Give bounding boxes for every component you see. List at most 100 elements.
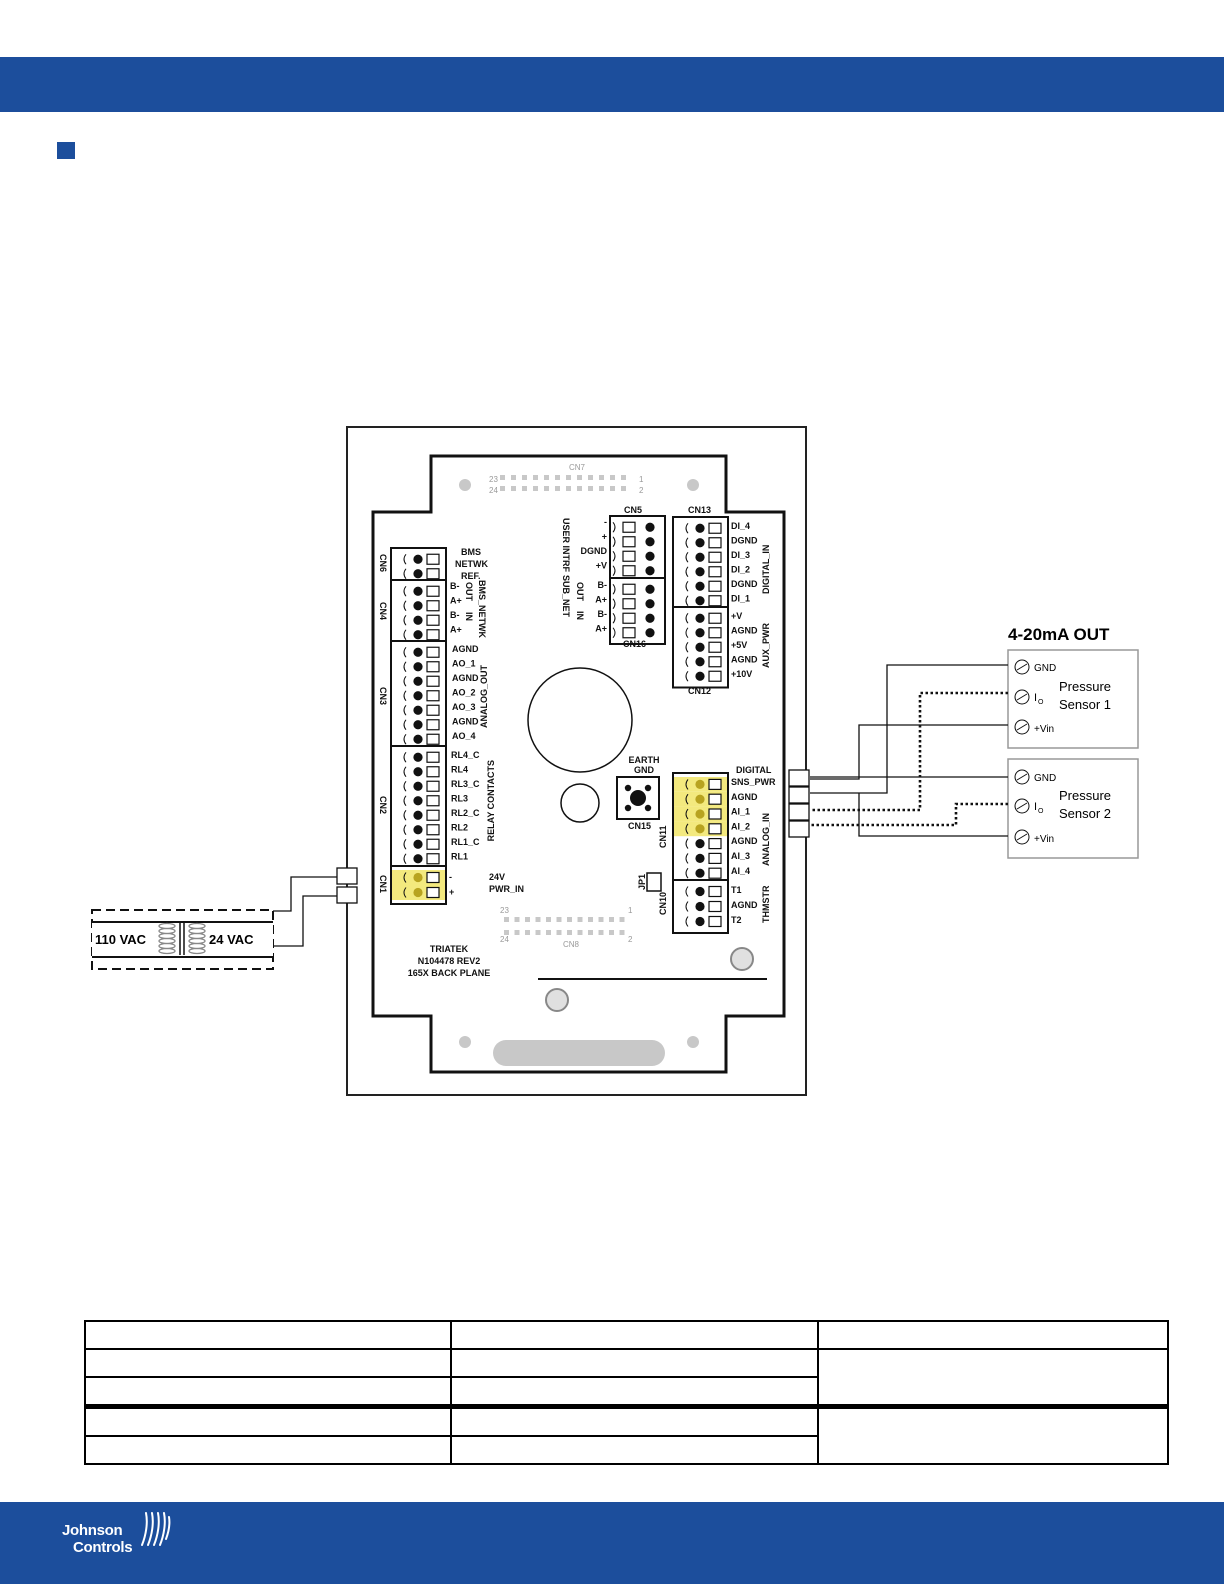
header-pin (577, 917, 583, 922)
digital-label: DIGITAL (736, 765, 772, 775)
mount-hole (459, 479, 471, 491)
header-pin (556, 930, 562, 935)
svg-text:+Vin: +Vin (1034, 834, 1054, 845)
cn12-terminal (672, 606, 729, 689)
cn12-pin-label: +V (731, 611, 742, 621)
cn4-pin-label: A+ (450, 596, 462, 606)
cn2-terminal (390, 745, 447, 871)
relay-contacts-label: RELAY CONTACTS (486, 760, 496, 841)
sensor2-name-line2: Sensor 2 (1059, 806, 1111, 821)
cn2-pin-label: RL3 (451, 794, 468, 804)
mount-hole (459, 1036, 471, 1048)
cn4-terminal (390, 579, 447, 647)
header-pin (544, 486, 549, 491)
header-pin (535, 917, 541, 922)
cn12-label: CN12 (688, 686, 711, 696)
cn2-pin-label: RL4_C (451, 750, 480, 760)
footer-bar (0, 1502, 1224, 1584)
cn13-pin-label: DI_4 (731, 521, 750, 531)
svg-text:23: 23 (500, 906, 509, 915)
jp1-jumper (646, 872, 662, 892)
cn12-pin-label: +10V (731, 669, 752, 679)
cn6-label: CN6 (378, 554, 388, 572)
header-pin (522, 486, 527, 491)
cn5-pin-label: DGND (581, 546, 608, 556)
cn3-pin-label: AGND (452, 673, 479, 683)
ref-label: REF. (461, 571, 481, 581)
cn3-pin-label: AGND (452, 644, 479, 654)
cn3-terminal (390, 640, 447, 752)
cn2-pin-label: RL2_C (451, 808, 480, 818)
cn7-header: CN7 23 24 1 2 (489, 463, 644, 495)
sensor-wires (810, 664, 1008, 837)
header-pin (599, 475, 604, 480)
header-pin (619, 930, 625, 935)
buzzer (527, 667, 633, 773)
cn11-pin-label: SNS_PWR (731, 777, 776, 787)
pwr-in-label: PWR_IN (489, 884, 524, 894)
cn1-pin-label: - (449, 872, 452, 882)
table-cell (450, 1435, 819, 1465)
maker-name: TRIATEK (430, 944, 469, 954)
cn8-header: CN8 23 24 1 2 (500, 906, 633, 949)
header-pin (577, 930, 583, 935)
svg-text:2: 2 (628, 935, 633, 944)
header-pin (610, 486, 615, 491)
header-pin (588, 917, 593, 922)
aux-pwr-label: AUX_PWR (761, 622, 771, 668)
header-pin (514, 930, 520, 935)
cn4-pin-label: A+ (450, 625, 462, 635)
pressure-sensor-1: GND I O +Vin Pressure Sensor 1 (1007, 649, 1139, 749)
svg-text:2: 2 (639, 486, 644, 495)
cn3-pin-label: AGND (452, 717, 479, 727)
cn3-pin-label: AO_1 (452, 659, 476, 669)
bms-netwk-label: BMS_NETWK (477, 580, 487, 638)
cn11-label: CN11 (658, 825, 668, 848)
header-pin (566, 486, 571, 491)
svg-text:I: I (1034, 692, 1037, 704)
section-marker (57, 142, 75, 159)
cn5-terminal (609, 515, 666, 583)
cn11-pin-label: AI_3 (731, 851, 750, 861)
earth-label: EARTH (629, 755, 660, 765)
cn13-pin-label: DI_1 (731, 594, 750, 604)
cn16-pin-label: A+ (595, 595, 607, 605)
header-pin (533, 486, 538, 491)
transformer-primary: 110 VAC (95, 932, 147, 947)
header-pin (533, 475, 538, 480)
table-row (84, 1435, 1168, 1465)
digital-in-label: DIGITAL_IN (761, 545, 771, 594)
cn11-pin-label: AI_4 (731, 866, 750, 876)
cn1-label: CN1 (378, 875, 388, 893)
mount-hole (687, 479, 699, 491)
header-pin (511, 486, 516, 491)
cn16-in-label: IN (575, 611, 585, 620)
header-pin (525, 917, 530, 922)
header-pin (598, 917, 604, 922)
table-cell (84, 1376, 452, 1408)
cn10-label: CN10 (658, 892, 668, 915)
svg-text:CN8: CN8 (563, 940, 580, 949)
cn5-pin-label: +V (596, 561, 607, 571)
cn10-pin-label: T2 (731, 915, 742, 925)
cn13-pin-label: DI_3 (731, 550, 750, 560)
header-pin (504, 930, 509, 935)
led-hole (560, 783, 600, 823)
power-wires (273, 876, 337, 947)
wire-nut (336, 867, 358, 885)
cn12-pin-label: AGND (731, 626, 758, 636)
cn16-pin-label: A+ (595, 624, 607, 634)
table-cell (817, 1404, 1169, 1465)
cn4-in-label: IN (464, 612, 474, 621)
sub-net-label: SUB_NET (561, 575, 571, 618)
cn5-pin-label: - (604, 517, 607, 527)
sensor1-name-line2: Sensor 1 (1059, 697, 1111, 712)
table-row (84, 1376, 1168, 1408)
header-pin (609, 930, 614, 935)
header-pin (588, 475, 593, 480)
header-pin (609, 917, 614, 922)
table-cell (817, 1348, 1169, 1408)
header-pin (556, 917, 562, 922)
svg-text:24: 24 (500, 935, 509, 944)
table-cell (84, 1404, 452, 1437)
